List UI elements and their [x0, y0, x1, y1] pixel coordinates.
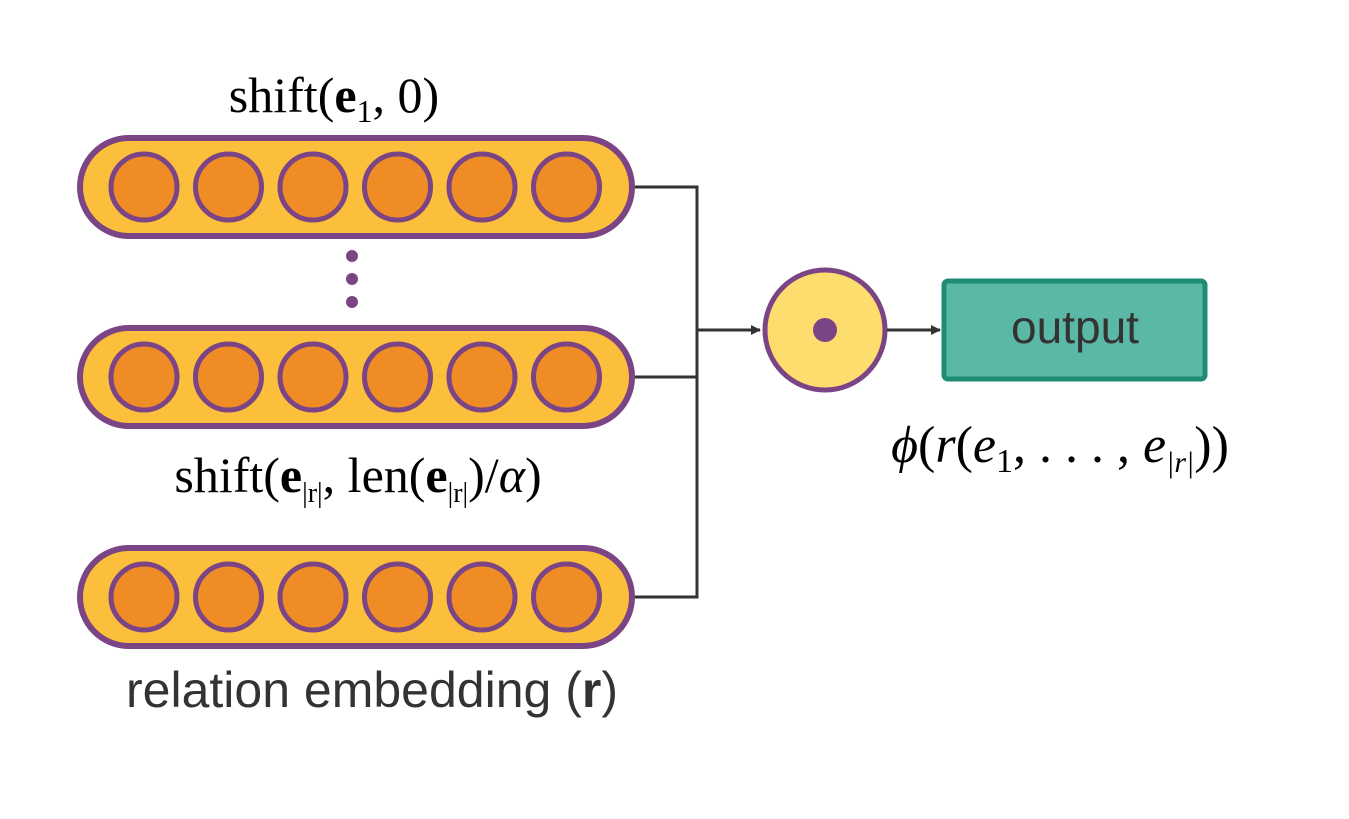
neuron [193, 341, 264, 413]
neuron [446, 561, 518, 633]
neuron [108, 151, 180, 223]
hadamard-product-node [762, 267, 888, 393]
relation-embedding-label: relation embedding (r) [126, 662, 618, 718]
neuron [531, 561, 602, 633]
vector-shift-e1 [77, 135, 635, 239]
neuron [277, 341, 349, 413]
middle-vector-label: shift(e|r|, len(e|r|)/α) [174, 447, 541, 509]
neuron [362, 151, 433, 223]
hadamard-product-dot-icon [813, 318, 837, 342]
neuron [446, 341, 518, 413]
neuron [277, 151, 349, 223]
neuron [193, 561, 264, 633]
neuron [446, 151, 518, 223]
neuron [531, 151, 602, 223]
vector-shift-er [77, 325, 635, 429]
top-vector-label: shift(e1, 0) [229, 67, 439, 129]
neuron [193, 151, 264, 223]
output-box: output [941, 278, 1208, 382]
neuron [108, 561, 180, 633]
phi-formula: ϕ(r(e1, . . . , e|r|)) [891, 417, 1229, 480]
neuron [277, 561, 349, 633]
neuron [108, 341, 180, 413]
neuron [362, 341, 433, 413]
neuron [531, 341, 602, 413]
neuron [362, 561, 433, 633]
vertical-ellipsis-icon [346, 250, 358, 308]
vector-relation-embedding [77, 545, 635, 649]
output-label: output [1011, 301, 1139, 353]
connector-lines [635, 185, 712, 599]
